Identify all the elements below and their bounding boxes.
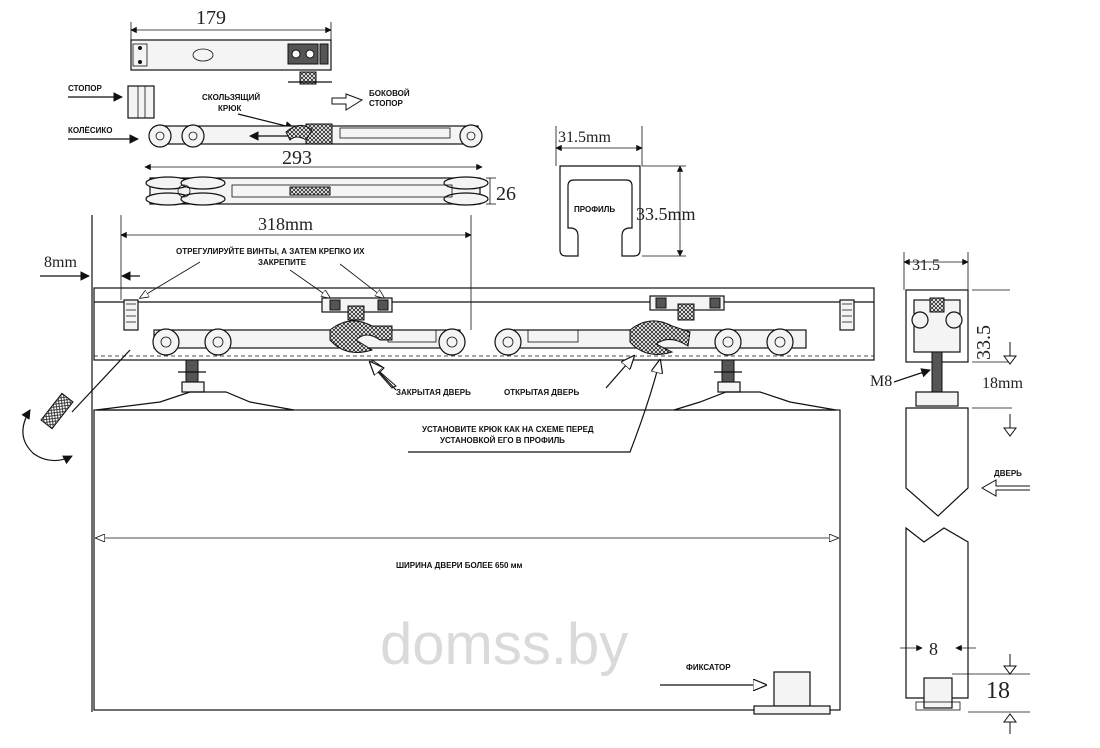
- fixer-part: ФИКСАТОР: [660, 663, 831, 715]
- svg-text:БОКОВОЙ: БОКОВОЙ: [369, 89, 410, 98]
- svg-text:318mm: 318mm: [258, 214, 313, 234]
- svg-text:УСТАНОВКОЙ ЕГО В ПРОФИЛЬ: УСТАНОВКОЙ ЕГО В ПРОФИЛЬ: [440, 436, 565, 445]
- dim-18: 18: [986, 678, 1010, 704]
- svg-text:ШИРИНА ДВЕРИ БОЛЕЕ 650 мм: ШИРИНА ДВЕРИ БОЛЕЕ 650 мм: [396, 561, 523, 570]
- side-section: 31.5 33.5 M8 18mm ДВЕРЬ 8 18: [870, 252, 1030, 734]
- door-state-labels: ЗАКРЫТАЯ ДВЕРЬ ОТКРЫТАЯ ДВЕРЬ: [370, 356, 634, 397]
- wheel-carriage-side: КОЛЁСИКО: [68, 123, 483, 148]
- watermark: domss.by: [380, 612, 628, 677]
- dim-side-width: 31.5: [912, 257, 940, 274]
- dim-profile-height: 33.5mm: [636, 204, 696, 224]
- label-profile: ПРОФИЛЬ: [574, 205, 615, 214]
- svg-text:ОТРЕГУЛИРУЙТЕ ВИНТЫ, А ЗАТЕМ К: ОТРЕГУЛИРУЙТЕ ВИНТЫ, А ЗАТЕМ КРЕПКО ИХ: [176, 247, 365, 256]
- dim-318-group: 318mm: [120, 214, 472, 330]
- carriage-top-view: 293 26: [144, 147, 516, 206]
- label-wheel: КОЛЁСИКО: [68, 126, 113, 135]
- stopper-part: СТОПОР: [68, 84, 155, 119]
- sliding-hook-label: СКОЛЬЗЯЩИЙ КРЮК: [202, 93, 295, 131]
- label-fixer: ФИКСАТОР: [686, 663, 731, 672]
- label-stopper: СТОПОР: [68, 84, 102, 93]
- label-open-door: ОТКРЫТАЯ ДВЕРЬ: [504, 388, 579, 397]
- profile-section: 31.5mm ПРОФИЛЬ 33.5mm: [555, 126, 696, 257]
- track-rail: [93, 287, 875, 361]
- label-door: ДВЕРЬ: [994, 469, 1022, 478]
- label-closed-door: ЗАКРЫТАЯ ДВЕРЬ: [396, 388, 471, 397]
- dim-293: 293: [282, 147, 312, 169]
- install-hook-note: УСТАНОВИТЕ КРЮК КАК НА СХЕМЕ ПЕРЕД УСТАН…: [408, 360, 660, 453]
- svg-text:КРЮК: КРЮК: [218, 104, 241, 113]
- right-carriage: [494, 295, 837, 411]
- left-carriage: [95, 297, 466, 411]
- svg-text:СТОПОР: СТОПОР: [369, 99, 403, 108]
- dim-side-height: 33.5: [973, 325, 995, 360]
- svg-text:ЗАКРЕПИТЕ: ЗАКРЕПИТЕ: [258, 258, 307, 267]
- dim-profile-width: 31.5mm: [558, 129, 611, 146]
- dim-8mm-group: 8mm: [40, 254, 140, 281]
- svg-text:СКОЛЬЗЯЩИЙ: СКОЛЬЗЯЩИЙ: [202, 93, 260, 102]
- adjust-screws-note: ОТРЕГУЛИРУЙТЕ ВИНТЫ, А ЗАТЕМ КРЕПКО ИХ З…: [140, 247, 384, 298]
- top-stopper-bar: 179: [130, 7, 332, 85]
- wrench-tool: [21, 349, 131, 465]
- label-m8: M8: [870, 373, 892, 390]
- dim-26: 26: [496, 183, 516, 205]
- svg-text:8mm: 8mm: [44, 254, 77, 271]
- door-panel: [93, 409, 841, 711]
- svg-text:УСТАНОВИТЕ КРЮК КАК НА СХЕМЕ П: УСТАНОВИТЕ КРЮК КАК НА СХЕМЕ ПЕРЕД: [422, 425, 594, 434]
- dim-18mm: 18mm: [982, 375, 1023, 392]
- side-stopper-label: БОКОВОЙ СТОПОР: [331, 89, 410, 111]
- dim-8: 8: [929, 639, 938, 659]
- door-width-dim: ШИРИНА ДВЕРИ БОЛЕЕ 650 мм: [96, 538, 838, 570]
- dim-179: 179: [196, 7, 226, 29]
